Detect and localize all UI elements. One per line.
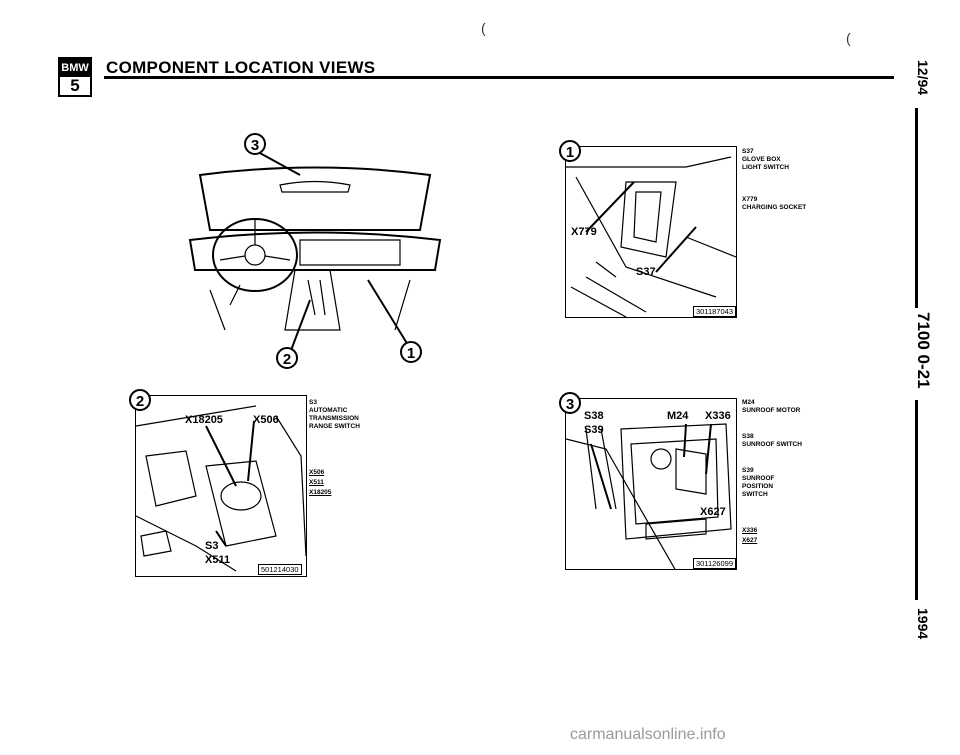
panel-3-label-s39: S39	[584, 424, 604, 436]
panel-3-captions: M24 SUNROOF MOTOR S38 SUNROOF SWITCH S39…	[742, 399, 802, 545]
caption-line: RANGE SWITCH	[309, 423, 360, 430]
panel-1-callout: 1	[559, 140, 581, 162]
overview-leaders	[257, 151, 409, 354]
side-year: 1994	[915, 608, 931, 640]
panel-1-captions: S37 GLOVE BOX LIGHT SWITCH X779 CHARGING…	[742, 148, 806, 212]
caption-code: S37	[742, 148, 754, 155]
detail-panel-2	[135, 395, 307, 577]
page-title: COMPONENT LOCATION VIEWS	[106, 58, 376, 77]
connector-x627: X627	[742, 537, 758, 544]
caption-code: S38	[742, 433, 754, 440]
panel-3-label-s38: S38	[584, 410, 604, 422]
panel-3-part-number: 301126099	[693, 558, 736, 569]
side-date: 12/94	[915, 60, 931, 96]
panel-2-part-number: 501214030	[258, 564, 302, 575]
panel-2-label-x511: X511	[205, 554, 231, 566]
connector-x506: X506	[309, 469, 325, 476]
connector-x336: X336	[742, 527, 758, 534]
panel-2-label-x506: X506	[253, 414, 279, 426]
sunroof-drawing	[566, 423, 732, 569]
overview-callout-3: 3	[244, 133, 266, 155]
caption-line: LIGHT SWITCH	[742, 164, 789, 171]
panel-1-label-x779: X779	[571, 226, 597, 238]
side-line-1	[915, 108, 918, 308]
caption-line: GLOVE BOX	[742, 156, 781, 163]
caption-code: S39	[742, 467, 754, 474]
caption-line: SUNROOF	[742, 475, 775, 482]
logo-brand: BMW	[60, 59, 90, 77]
caption-line: SUNROOF MOTOR	[742, 407, 801, 414]
connector-x18205: X18205	[309, 489, 332, 496]
side-line-2	[915, 400, 918, 600]
side-page-number: 7100 0-21	[914, 312, 933, 389]
panel-2-callout: 2	[129, 389, 151, 411]
panel-1-label-s37: S37	[636, 266, 656, 278]
scan-mark-right: (	[846, 30, 851, 46]
caption-line: AUTOMATIC	[309, 407, 348, 414]
caption-code: M24	[742, 399, 755, 406]
connector-x511: X511	[309, 479, 324, 486]
glove-box-drawing	[566, 156, 736, 317]
detail-panel-3	[565, 398, 737, 570]
caption-line: TRANSMISSION	[309, 415, 359, 422]
caption-line: SWITCH	[742, 491, 768, 498]
title-rule	[104, 76, 894, 79]
scan-mark-left: (	[481, 20, 486, 36]
overview-illustration: 3 2 1	[180, 130, 450, 375]
panel-3-label-x627: X627	[700, 506, 726, 518]
overview-callout-2: 2	[276, 347, 298, 369]
panel-1-part-number: 301187043	[693, 306, 736, 317]
panel-2-captions: S3 AUTOMATIC TRANSMISSION RANGE SWITCH X…	[309, 399, 360, 497]
caption-code: X779	[742, 196, 758, 203]
side-column: 12/94 7100 0-21 1994	[903, 60, 933, 660]
panel-3-label-m24: M24	[667, 410, 689, 422]
panel-3-label-x336: X336	[705, 410, 731, 422]
panel-3-callout: 3	[559, 392, 581, 414]
panel-2-label-x18205: X18205	[185, 414, 223, 426]
detail-panel-1	[565, 146, 737, 318]
watermark-text: carmanualsonline.info	[570, 726, 726, 743]
panel-2-label-s3: S3	[205, 540, 219, 552]
caption-line: SUNROOF SWITCH	[742, 441, 802, 448]
caption-code: S3	[309, 399, 317, 406]
caption-line: CHARGING SOCKET	[742, 204, 807, 211]
dashboard-drawing	[188, 166, 442, 331]
bmw-5-logo: BMW 5	[58, 57, 92, 97]
logo-series: 5	[70, 76, 80, 95]
caption-line: POSITION	[742, 483, 774, 490]
shifter-drawing	[136, 405, 306, 572]
overview-callout-1: 1	[400, 341, 422, 363]
